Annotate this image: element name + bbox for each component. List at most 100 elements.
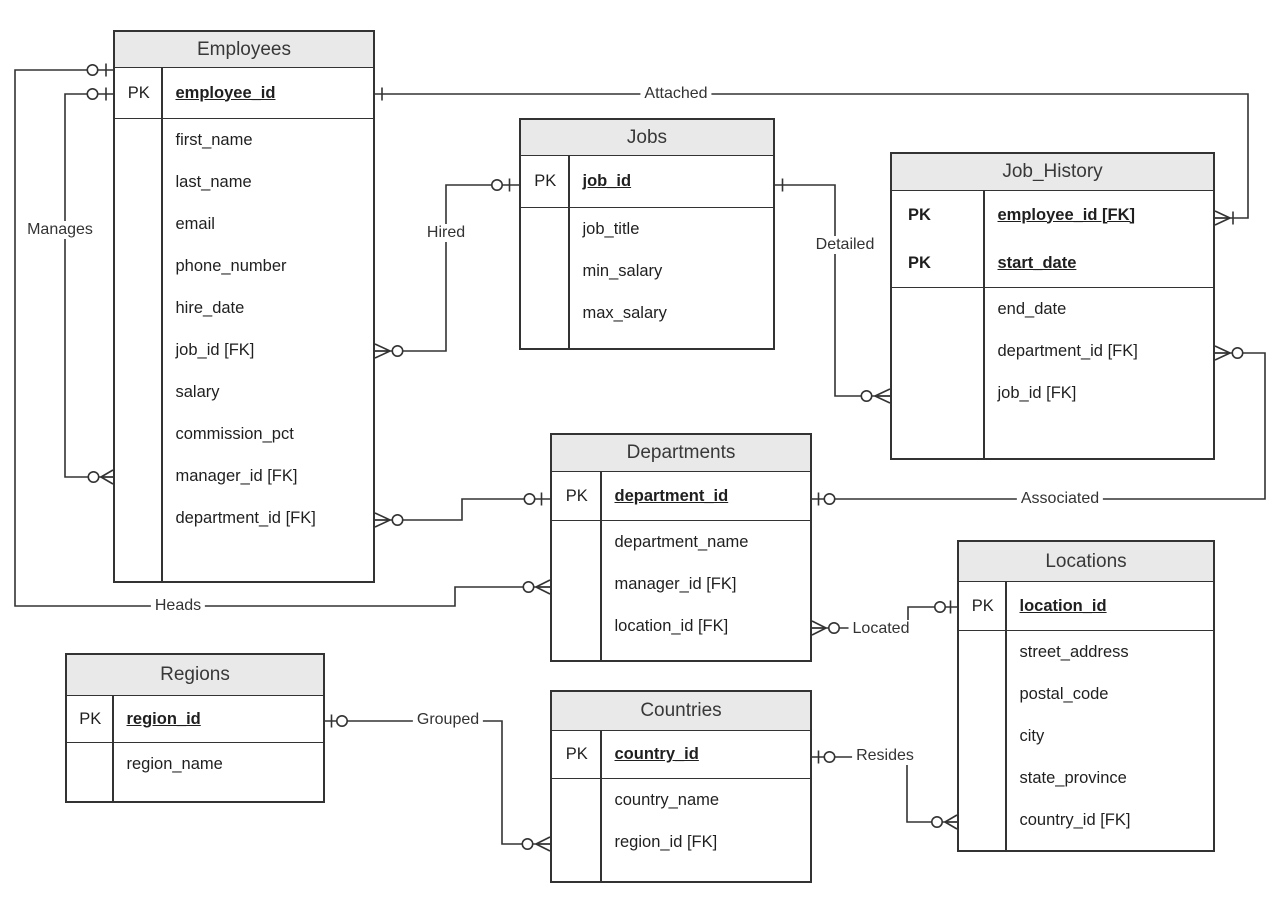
field-name: state_province [1019, 768, 1127, 787]
relationship-label-associated: Associated [1016, 490, 1104, 508]
many-cardinality-icon [374, 343, 391, 359]
zero-cardinality-icon [823, 750, 836, 763]
attribute-row: first_name [115, 119, 373, 161]
pk-badge: PK [565, 745, 588, 763]
relationship-label-heads: Heads [150, 597, 206, 615]
attribute-row: email [115, 203, 373, 245]
attribute-row: department_id [FK] [892, 330, 1213, 372]
attribute-row: city [959, 715, 1213, 757]
field-name: job_id [FK] [175, 340, 255, 359]
table-title: Job_History [892, 154, 1213, 191]
attribute-row: country_name [552, 779, 810, 821]
attribute-row: region_name [67, 743, 323, 785]
zero-cardinality-icon [1231, 346, 1244, 359]
attributes-section: job_title min_salary max_salary [521, 208, 773, 334]
field-name: street_address [1019, 642, 1129, 661]
relationship-line [775, 184, 890, 397]
attribute-row: country_id [FK] [959, 799, 1213, 841]
zero-cardinality-icon [523, 492, 536, 505]
attribute-row: phone_number [115, 245, 373, 287]
pk-badge: PK [79, 709, 102, 728]
relationship-label-resides: Resides [852, 747, 918, 765]
field-name: email [175, 214, 215, 233]
table-body: PK job_id job_title min_salary max_salary [521, 156, 773, 348]
relationship-label-located: Located [848, 620, 914, 638]
field-name: manager_id [FK] [175, 466, 298, 485]
pk-badge: PK [971, 596, 994, 615]
pk-section: PK employee_id [115, 68, 373, 119]
relationship-line [375, 93, 1249, 219]
zero-cardinality-icon [391, 344, 404, 357]
zero-cardinality-icon [391, 513, 404, 526]
attributes-section: region_name [67, 743, 323, 785]
relationship-line [14, 69, 550, 607]
zero-cardinality-icon [86, 64, 99, 77]
zero-cardinality-icon [522, 580, 535, 593]
zero-cardinality-icon [860, 389, 873, 402]
field-name: employee_id [FK] [997, 205, 1136, 224]
zero-cardinality-icon [87, 470, 100, 483]
attribute-row: postal_code [959, 673, 1213, 715]
table-title: Jobs [521, 120, 773, 156]
zero-cardinality-icon [86, 88, 99, 101]
attribute-row: min_salary [521, 250, 773, 292]
attribute-row: state_province [959, 757, 1213, 799]
pk-row: PK employee_id [115, 68, 373, 118]
table-title: Locations [959, 542, 1213, 582]
pk-section: PK job_id [521, 156, 773, 208]
zero-cardinality-icon [490, 179, 503, 192]
field-name: location_id [FK] [614, 616, 729, 635]
many-cardinality-icon [1214, 345, 1231, 361]
field-name: job_id [582, 172, 632, 190]
pk-badge: PK [534, 172, 557, 190]
field-name: job_title [582, 219, 640, 238]
field-name: last_name [175, 172, 252, 191]
attribute-row: department_id [FK] [115, 497, 373, 539]
many-cardinality-icon [535, 579, 551, 595]
attribute-row: max_salary [521, 292, 773, 334]
many-cardinality-icon [374, 512, 391, 528]
many-cardinality-icon [811, 620, 827, 636]
field-name: manager_id [FK] [614, 574, 737, 593]
field-name: job_id [FK] [997, 383, 1077, 402]
field-name: commission_pct [175, 424, 294, 443]
zero-cardinality-icon [823, 492, 836, 505]
table-body: PK region_id region_name [67, 696, 323, 801]
field-name: max_salary [582, 303, 667, 322]
field-name: department_id [FK] [175, 508, 316, 527]
relationship-detailed [775, 178, 891, 404]
field-name: region_id [126, 709, 201, 728]
relationship-label-attached: Attached [640, 85, 712, 103]
field-name: department_id [614, 486, 729, 505]
attribute-row: job_id [FK] [892, 372, 1213, 414]
pk-row: PK job_id [521, 156, 773, 207]
field-name: employee_id [175, 83, 276, 102]
table-title: Countries [552, 692, 810, 731]
relationship-line [64, 93, 113, 478]
relationship-label-hired: Hired [422, 224, 470, 242]
field-name: country_id [FK] [1019, 810, 1131, 829]
relationship-line [375, 184, 519, 352]
relationship-manages [64, 87, 114, 485]
field-name: salary [175, 382, 220, 401]
pk-section: PK region_id [67, 696, 323, 743]
pk-badge: PK [127, 83, 150, 102]
attribute-row: job_id [FK] [115, 329, 373, 371]
field-name: start_date [997, 253, 1077, 272]
